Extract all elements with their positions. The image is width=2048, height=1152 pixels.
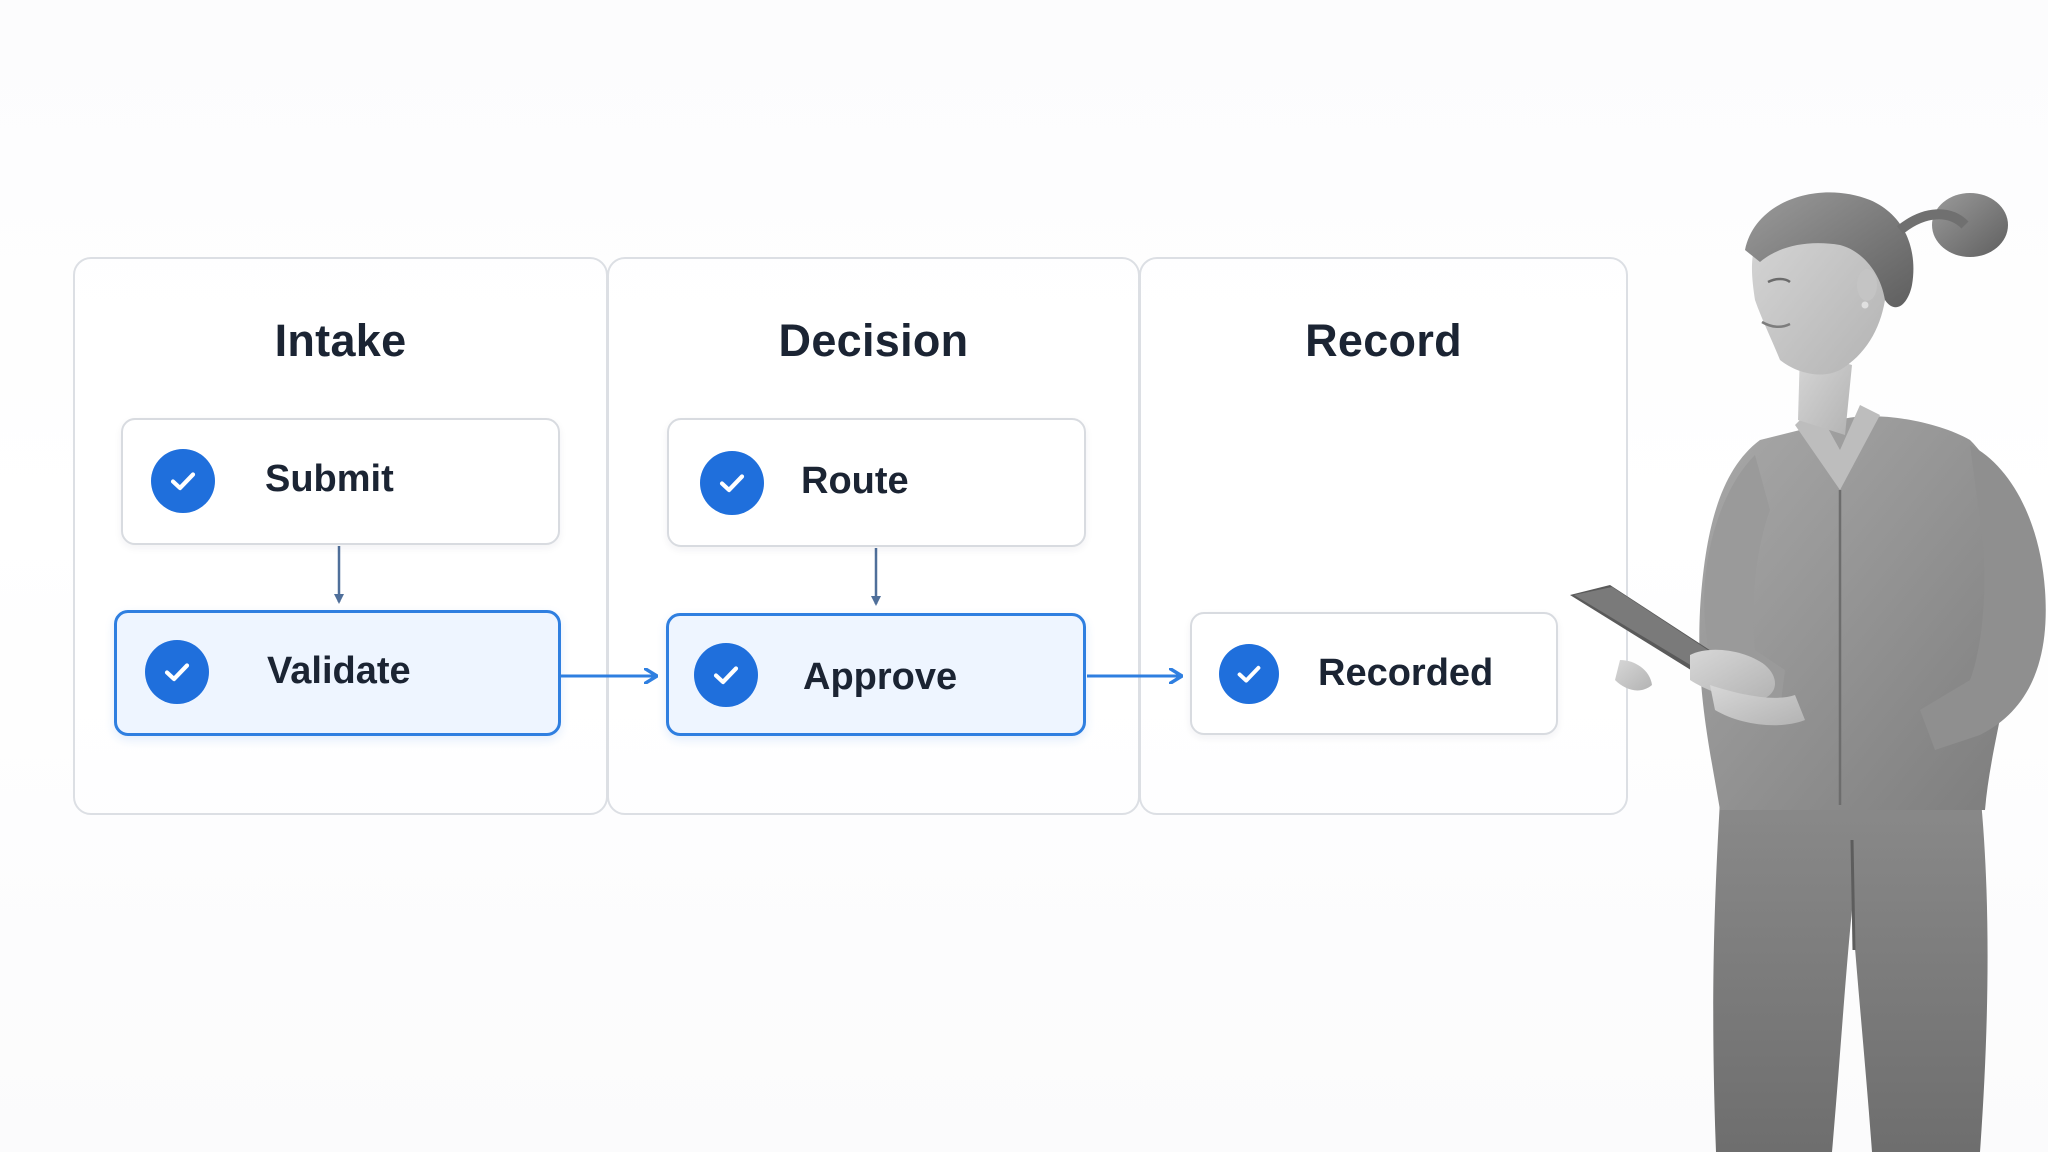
step-label-route: Route: [801, 460, 909, 502]
step-label-approve: Approve: [803, 656, 958, 698]
step-approve[interactable]: Approve: [666, 613, 1086, 736]
check-circle-icon: [1219, 644, 1279, 704]
step-submit[interactable]: Submit: [121, 418, 560, 545]
step-label-submit: Submit: [265, 458, 394, 500]
check-circle-icon: [145, 640, 209, 704]
lane-title-record: Record: [1305, 315, 1462, 366]
step-label-recorded: Recorded: [1318, 652, 1494, 694]
lane-title-decision: Decision: [778, 315, 969, 366]
step-label-validate: Validate: [267, 650, 411, 692]
step-validate[interactable]: Validate: [114, 610, 561, 736]
check-circle-icon: [700, 451, 764, 515]
step-route[interactable]: Route: [667, 418, 1086, 547]
check-circle-icon: [694, 643, 758, 707]
step-recorded[interactable]: Recorded: [1190, 612, 1558, 735]
check-circle-icon: [151, 449, 215, 513]
person-with-tablet-photo: [1570, 192, 2046, 1152]
lane-title-intake: Intake: [274, 315, 407, 366]
